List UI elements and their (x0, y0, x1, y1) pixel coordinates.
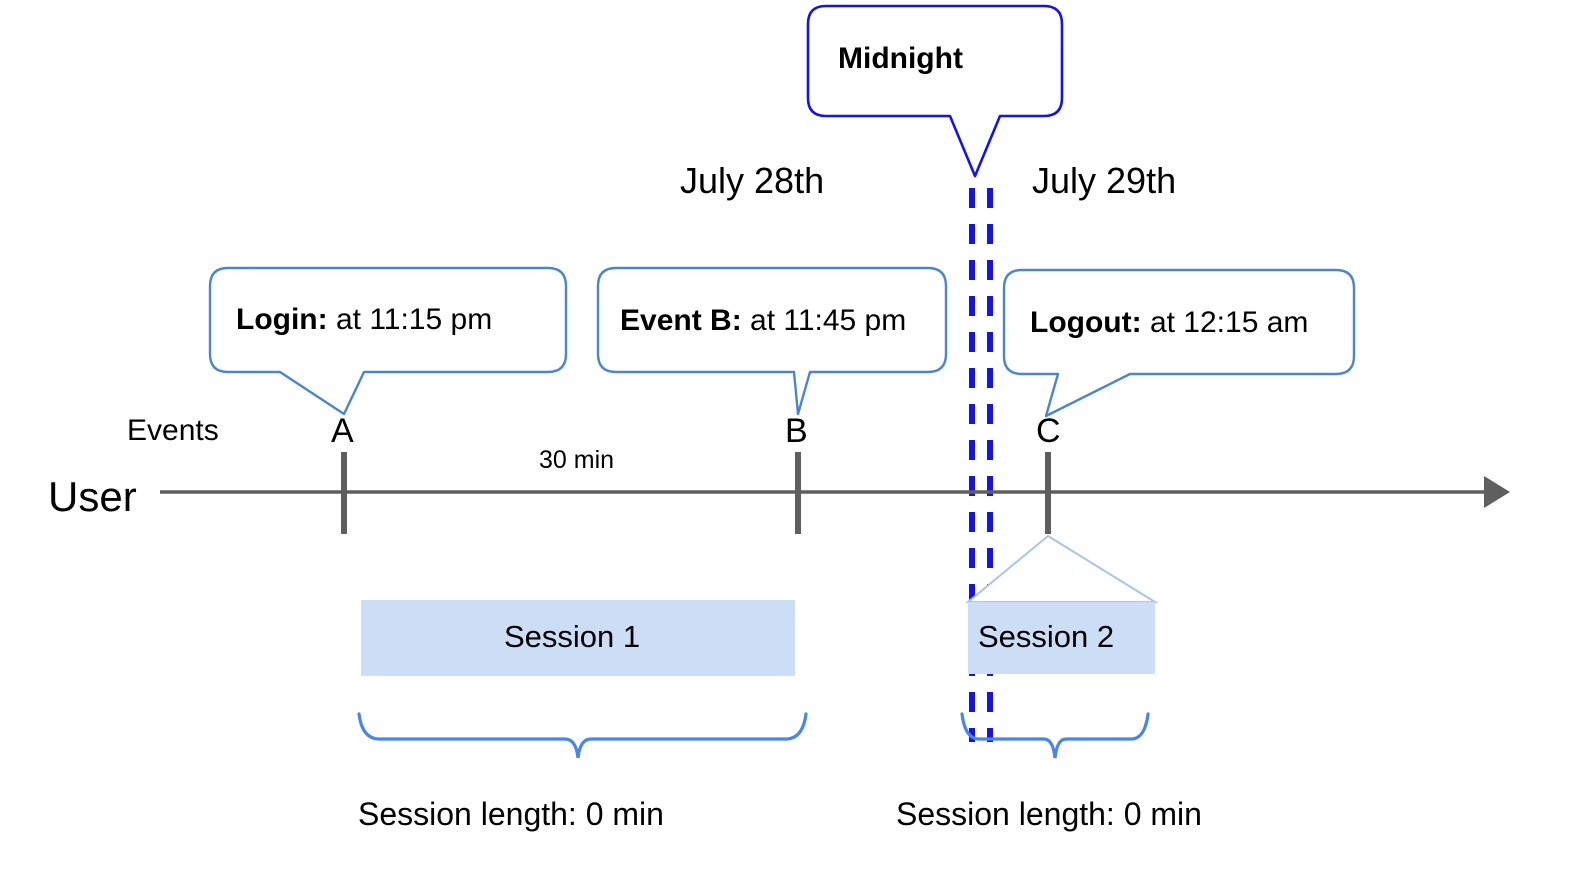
session-2-label: Session 2 (978, 619, 1115, 654)
session-2-box (968, 602, 1155, 674)
eventb-callout-text: Event B: at 11:45 pm (620, 306, 906, 336)
eventb-callout-shape (596, 266, 948, 416)
session-2-brace (960, 712, 1150, 759)
session-1-brace (357, 712, 808, 759)
date-label-july-28: July 28th (680, 160, 825, 201)
logout-callout-shape (1002, 268, 1356, 418)
event-letter-b: B (785, 412, 808, 450)
session-1-box (361, 600, 795, 676)
events-row-label: Events (127, 414, 219, 447)
session-2-connector (965, 534, 1159, 603)
login-callout-text: Login: at 11:15 pm (236, 305, 492, 335)
gap-duration-label: 30 min (539, 446, 615, 474)
timeline-arrow-head (1484, 476, 1510, 508)
session-1-label: Session 1 (504, 619, 641, 654)
eventb-callout-bold: Event B: (620, 304, 742, 337)
user-row-label: User (48, 473, 137, 520)
midnight-callout-shape (806, 4, 1064, 178)
session-1-length-label: Session length: 0 min (358, 796, 664, 832)
session-2-length-label: Session length: 0 min (896, 796, 1202, 832)
logout-callout-text: Logout: at 12:15 am (1030, 308, 1308, 338)
login-callout-shape (208, 266, 568, 416)
midnight-label: Midnight (838, 42, 963, 75)
login-callout-bold: Login: (236, 303, 328, 336)
event-letter-a: A (331, 412, 354, 450)
logout-callout-rest: at 12:15 am (1141, 306, 1309, 339)
eventb-callout-rest: at 11:45 pm (741, 304, 907, 337)
logout-callout-bold: Logout: (1030, 306, 1142, 339)
event-letter-c: C (1036, 412, 1061, 450)
date-label-july-29: July 29th (1032, 160, 1177, 201)
login-callout-rest: at 11:15 pm (327, 303, 493, 336)
